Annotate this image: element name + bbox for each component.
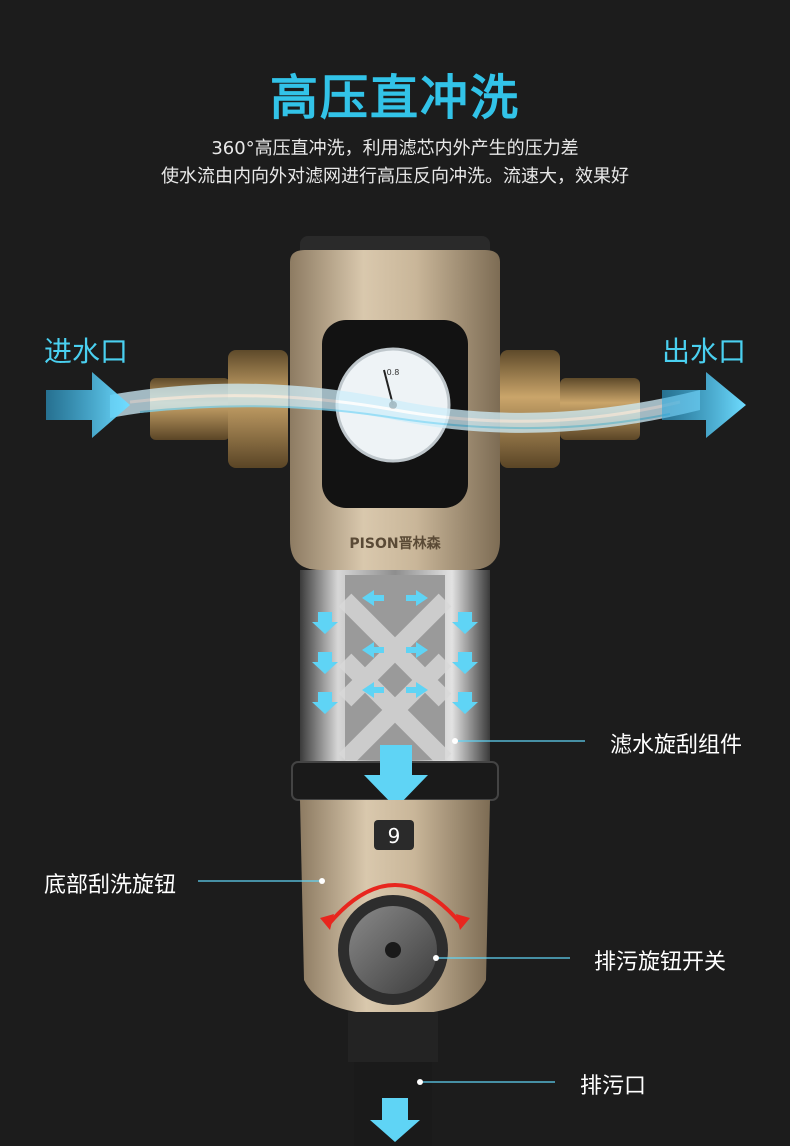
page-title: 高压直冲洗: [269, 70, 520, 126]
drain-flow-arrow: [370, 1098, 420, 1142]
outlet-label: 出水口: [662, 335, 747, 368]
gauge-reading: 0.8: [387, 368, 400, 377]
drain-outlet-label: 排污口: [580, 1074, 647, 1099]
flow-arrows: [312, 590, 478, 714]
inlet-arrow: [46, 372, 130, 438]
brand-logo: PISON晋林森: [349, 535, 441, 552]
down-flow-arrow: [364, 745, 428, 808]
callout-leaders: [198, 740, 585, 1083]
dial-number: 9: [388, 824, 401, 848]
inlet-label: 进水口: [44, 335, 129, 368]
bottom-knob-label: 底部刮洗旋钮: [44, 873, 177, 898]
rotation-arrow: [326, 883, 464, 927]
drain-knob: [338, 895, 448, 1005]
drain-switch-label: 排污旋钮开关: [594, 950, 727, 975]
filter-assembly-label: 滤水旋刮组件: [610, 733, 743, 758]
water-splash: [110, 383, 700, 433]
subtitle-line-1: 360°高压直冲洗，利用滤芯内外产生的压力差: [211, 138, 579, 159]
subtitle-line-2: 使水流由内向外对滤网进行高压反向冲洗。流速大，效果好: [161, 166, 629, 187]
outlet-arrow: [662, 372, 746, 438]
